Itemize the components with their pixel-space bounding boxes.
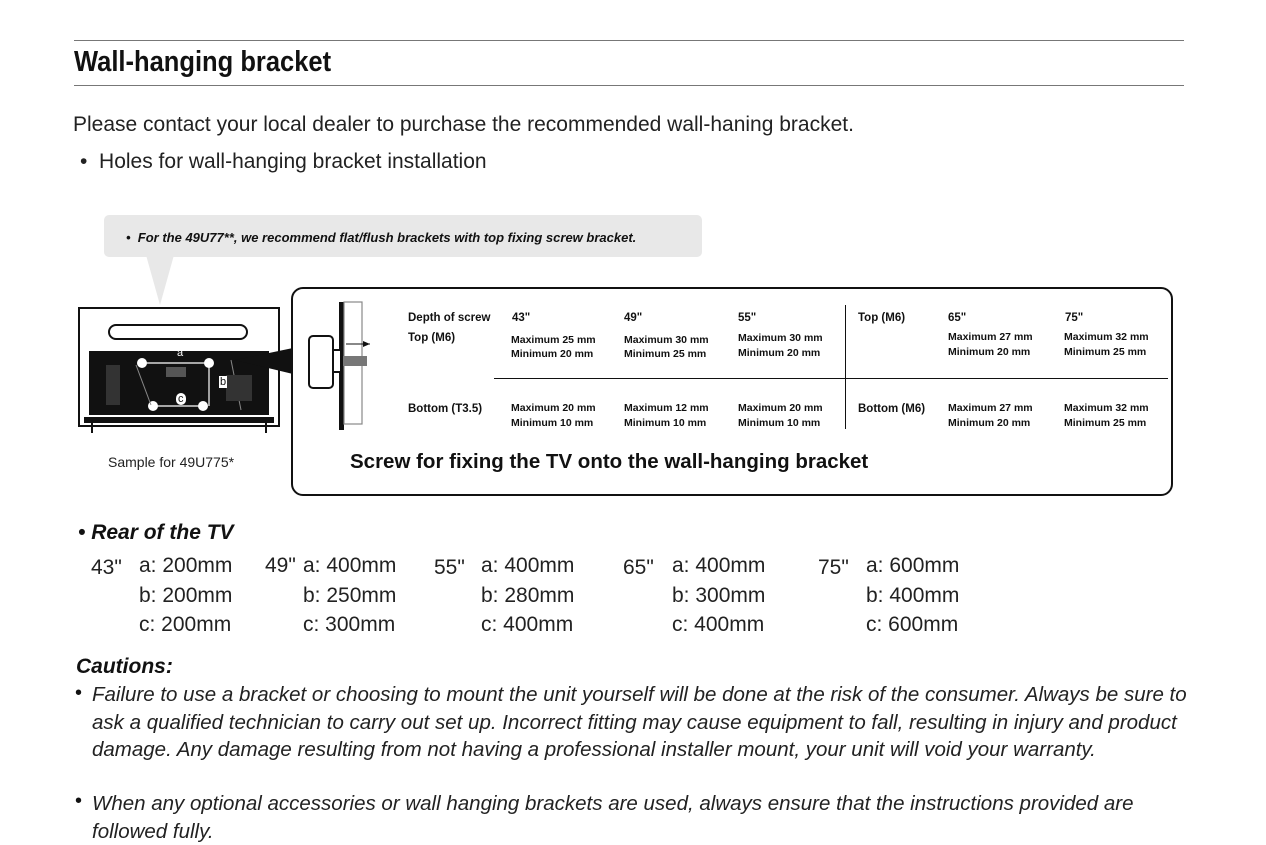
depth-of-screw-label: Depth of screw	[408, 312, 491, 324]
rear-75-c: c: 600mm	[866, 613, 959, 636]
caution-item-2: When any optional accessories or wall ha…	[92, 792, 1134, 843]
callout-box	[104, 215, 702, 257]
caution-bullet-1: •	[75, 682, 83, 704]
rear-49-c: c: 300mm	[303, 613, 396, 636]
tv-pointer-arrow	[235, 348, 293, 374]
cautions-title: Cautions:	[76, 655, 173, 678]
bottom-43-max: Maximum 20 mm	[511, 402, 596, 414]
tv-label-c: c	[176, 393, 186, 405]
rear-55-a: a: 400mm	[481, 554, 575, 577]
tv-label-a: a	[177, 347, 184, 359]
rear-of-tv-title-text: Rear of the TV	[91, 521, 234, 544]
rear-size-49: 49"	[265, 554, 296, 577]
tv-sample-caption: Sample for 49U775*	[108, 454, 235, 470]
rear-75-b: b: 400mm	[866, 584, 960, 607]
bottom-t35-label: Bottom (T3.5)	[408, 403, 483, 415]
top-49-min: Minimum 25 mm	[624, 348, 707, 360]
size-43-header: 43"	[512, 312, 531, 324]
rear-75-a: a: 600mm	[866, 554, 960, 577]
top-75-max: Maximum 32 mm	[1064, 331, 1149, 343]
bottom-49-min: Minimum 10 mm	[624, 417, 707, 429]
bottom-m6-label: Bottom (M6)	[858, 403, 926, 415]
top-m6-label-right: Top (M6)	[858, 312, 906, 324]
top-65-min: Minimum 20 mm	[948, 346, 1031, 358]
screw-table-caption: Screw for fixing the TV onto the wall-ha…	[350, 450, 869, 473]
callout-text: • For the 49U77**, we recommend flat/flu…	[126, 230, 637, 245]
rear-55-b: b: 280mm	[481, 584, 575, 607]
table-divider-vertical	[845, 305, 846, 429]
table-divider-horizontal	[494, 378, 1168, 379]
rear-size-43: 43"	[91, 556, 122, 579]
caution-bullet-2: •	[75, 790, 83, 812]
rear-43-b: b: 200mm	[139, 584, 233, 607]
section-title: Wall-hanging bracket	[74, 46, 332, 78]
top-43-min: Minimum 20 mm	[511, 348, 594, 360]
bottom-55-min: Minimum 10 mm	[738, 417, 821, 429]
rear-size-65: 65"	[623, 556, 654, 579]
screw-diagram	[308, 301, 370, 430]
tv-rear-illustration	[78, 307, 280, 433]
bottom-65-max: Maximum 27 mm	[948, 402, 1033, 414]
top-55-max: Maximum 30 mm	[738, 332, 823, 344]
rear-43-c: c: 200mm	[139, 613, 232, 636]
rear-65-c: c: 400mm	[672, 613, 765, 636]
holes-bullet-text: Holes for wall-hanging bracket installat…	[99, 150, 487, 173]
bottom-55-max: Maximum 20 mm	[738, 402, 823, 414]
title-underline	[74, 85, 1184, 86]
bottom-75-min: Minimum 25 mm	[1064, 417, 1147, 429]
callout-text-body: For the 49U77**, we recommend flat/flush…	[137, 230, 637, 245]
callout-pointer	[146, 255, 174, 305]
bottom-75-max: Maximum 32 mm	[1064, 402, 1149, 414]
top-49-max: Maximum 30 mm	[624, 334, 709, 346]
intro-text: Please contact your local dealer to purc…	[73, 113, 854, 136]
top-75-min: Minimum 25 mm	[1064, 346, 1147, 358]
bottom-65-min: Minimum 20 mm	[948, 417, 1031, 429]
top-65-max: Maximum 27 mm	[948, 331, 1033, 343]
top-m6-label-left: Top (M6)	[408, 332, 456, 344]
rear-of-tv-title: • Rear of the TV	[78, 521, 234, 544]
rear-49-b: b: 250mm	[303, 584, 397, 607]
rear-49-a: a: 400mm	[303, 554, 397, 577]
top-rule	[74, 40, 1184, 41]
rear-65-a: a: 400mm	[672, 554, 766, 577]
size-55-header: 55"	[738, 312, 757, 324]
size-65-header: 65"	[948, 312, 967, 324]
bottom-49-max: Maximum 12 mm	[624, 402, 709, 414]
rear-43-a: a: 200mm	[139, 554, 233, 577]
bottom-43-min: Minimum 10 mm	[511, 417, 594, 429]
rear-size-55: 55"	[434, 556, 465, 579]
size-75-header: 75"	[1065, 312, 1084, 324]
screw-table-box	[291, 287, 1173, 496]
size-49-header: 49"	[624, 312, 643, 324]
caution-item-1: Failure to use a bracket or choosing to …	[92, 683, 1187, 761]
tv-label-b: b	[219, 376, 228, 388]
rear-55-c: c: 400mm	[481, 613, 574, 636]
holes-bullet: • Holes for wall-hanging bracket install…	[80, 150, 487, 173]
rear-size-75: 75"	[818, 556, 849, 579]
rear-65-b: b: 300mm	[672, 584, 766, 607]
top-43-max: Maximum 25 mm	[511, 334, 596, 346]
top-55-min: Minimum 20 mm	[738, 347, 821, 359]
